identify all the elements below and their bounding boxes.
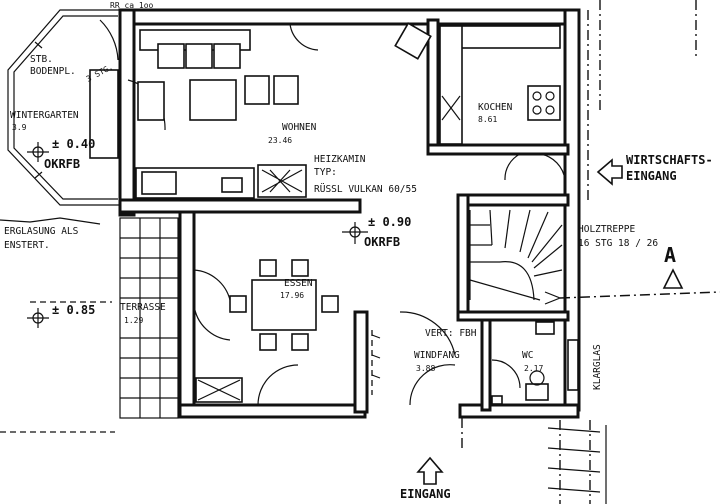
- essen-label: ESSEN: [284, 278, 313, 289]
- level-center-ref: OKRFB: [364, 235, 400, 249]
- exterior-walls: [118, 8, 581, 419]
- side-glass-note: KLARGLAS: [592, 344, 603, 390]
- level-marker-center: [342, 222, 368, 244]
- wintergarten-outline: [7, 9, 120, 206]
- main-entrance-label: EINGANG: [400, 487, 451, 501]
- level-marker-left-top: [27, 142, 49, 162]
- staircase: [469, 209, 563, 305]
- interior-walls: [353, 18, 570, 414]
- wohnen-area: 23.46: [268, 136, 292, 145]
- stb-label-line1: STB.: [30, 54, 53, 65]
- essen-area: 17.96: [280, 291, 304, 300]
- level-center: ± 0.90: [368, 215, 411, 229]
- terrace-grid: [119, 217, 179, 419]
- dining-furniture: [195, 259, 339, 403]
- windfang-label: WINDFANG: [414, 350, 460, 361]
- service-entrance-line1: WIRTSCHAFTS-: [626, 153, 713, 167]
- level-marker-left-bottom: [27, 308, 49, 328]
- section-label: A: [664, 243, 676, 267]
- wintergarten-area: 3.9: [12, 123, 27, 132]
- windfang-area: 3.88: [416, 364, 435, 373]
- kochen-label: KOCHEN: [478, 102, 513, 113]
- glazing-note-line1: ERGLASUNG ALS: [4, 226, 79, 237]
- stair-note-line1: HOLZTREPPE: [578, 224, 635, 235]
- wohnen-label: WOHNEN: [282, 122, 317, 133]
- fireplace-line2: TYP:: [314, 167, 337, 178]
- level-left-top: ± 0.40: [52, 137, 95, 151]
- wc-area: 2.17: [524, 364, 543, 373]
- door-swings: [99, 19, 566, 406]
- windfang-wardrobe: [371, 330, 381, 395]
- section-marker-icon: [662, 268, 684, 289]
- wc-fixtures: [491, 321, 579, 405]
- wintergarten-label: WINTERGARTEN: [10, 110, 79, 121]
- service-entrance-line2: EINGANG: [626, 169, 677, 183]
- vert-note: VERT: FBH: [425, 328, 477, 339]
- stb-label-line2: BODENPL.: [30, 66, 76, 77]
- kochen-area: 8.61: [478, 115, 497, 124]
- glazing-note-line2: ENSTERT.: [4, 240, 50, 251]
- terrasse-area: 1.29: [124, 316, 143, 325]
- stair-note-line2: 16 STG 18 / 26: [578, 238, 658, 249]
- level-left-top-ref: OKRFB: [44, 157, 80, 171]
- wc-label: WC: [522, 350, 533, 361]
- kitchen-units: [439, 25, 561, 145]
- top-mark-text: RR ca 1oo: [110, 1, 154, 10]
- terrasse-label: TERRASSE: [120, 302, 166, 313]
- living-furniture: [135, 22, 432, 199]
- fireplace-line3: RÜSSL VULKAN 60/55: [314, 184, 417, 195]
- service-entrance-arrow-icon: [596, 158, 623, 186]
- level-left-bottom: ± 0.85: [52, 303, 95, 317]
- main-entrance-arrow-icon: [416, 456, 444, 485]
- fireplace-line1: HEIZKAMIN: [314, 154, 366, 165]
